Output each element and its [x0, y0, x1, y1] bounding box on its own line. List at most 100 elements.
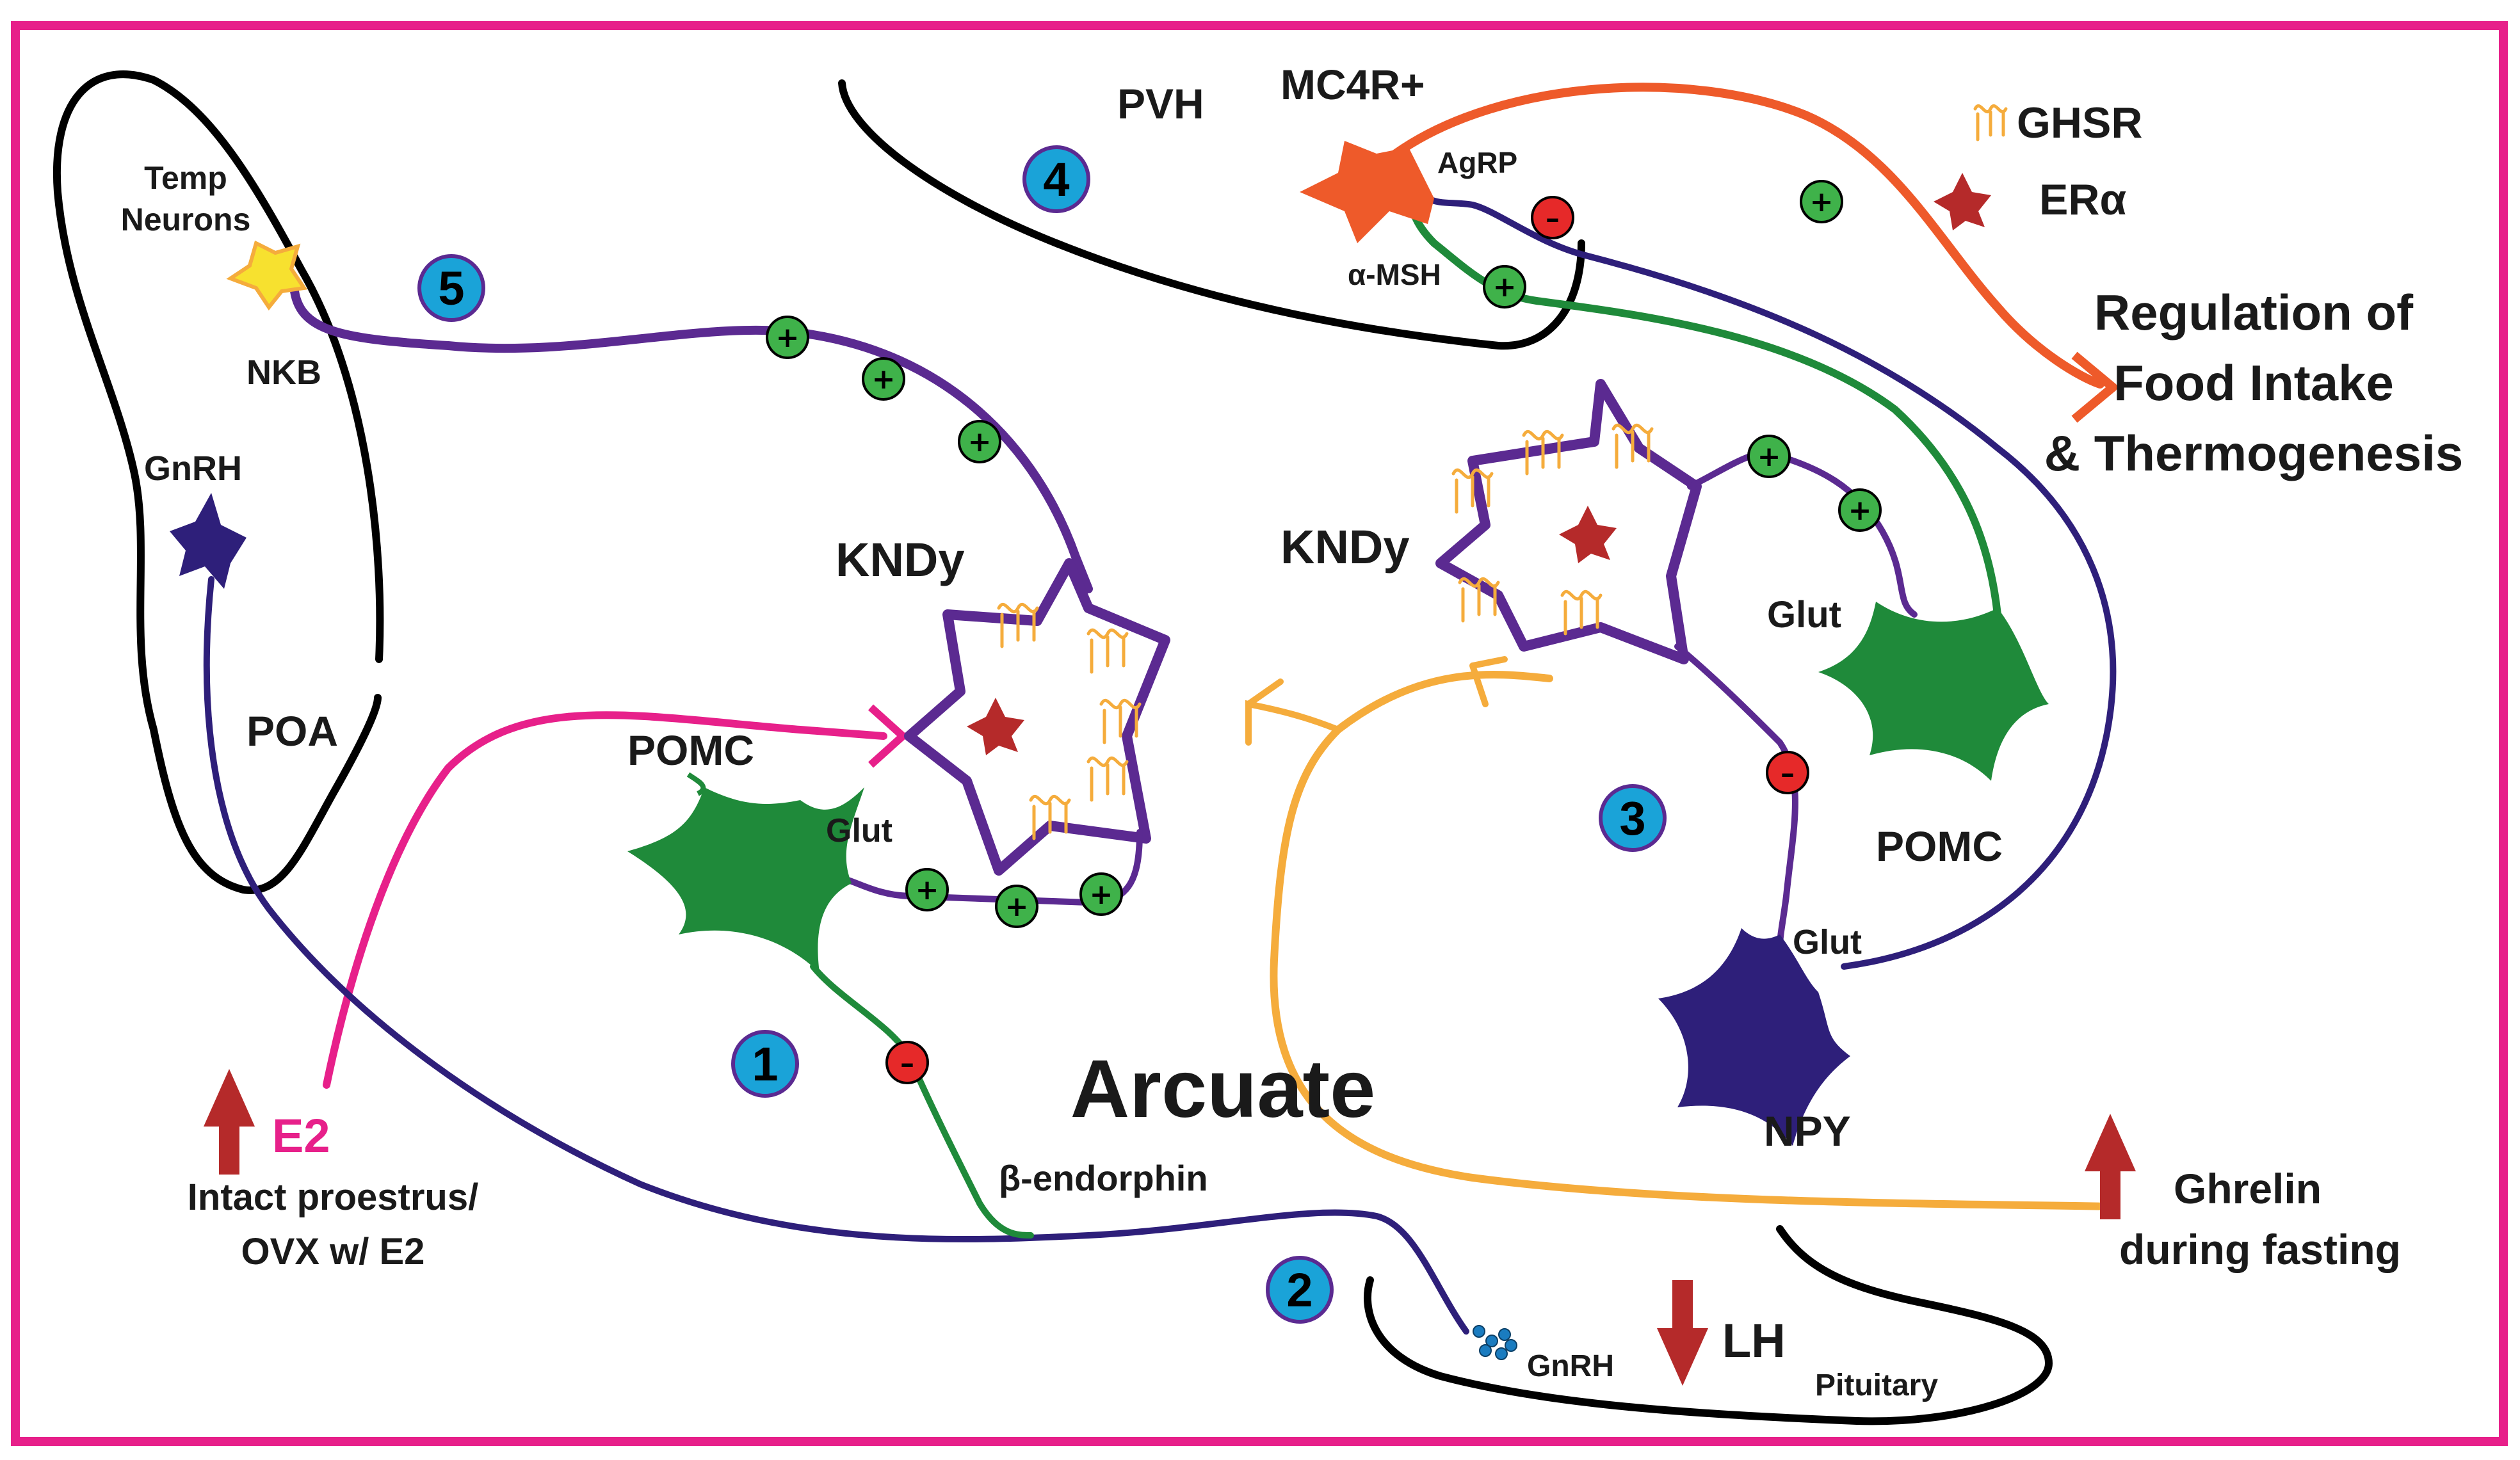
svg-text:+: + [1493, 271, 1517, 303]
svg-text:+: + [1810, 186, 1834, 218]
kndy-right-to-pomc-right-fibre [1687, 450, 1918, 618]
pvh-outline [838, 79, 1585, 350]
ghsr-squiggle-icon [1099, 698, 1142, 744]
svg-text:+: + [968, 426, 992, 458]
plus-icon: + [1800, 180, 1843, 223]
era-legend-icon [1934, 173, 1991, 230]
e2-up-arrow-icon [204, 1069, 255, 1175]
pomc-right-soma [1818, 602, 2049, 781]
kndy-right-minus-marker: – [1766, 751, 1809, 794]
ghsr-squiggle-icon [1611, 423, 1654, 469]
era-star-icon-right [1559, 506, 1617, 563]
npy-agrp-axon [1425, 195, 2117, 970]
plus-icon: + [1079, 872, 1123, 916]
nkb-label: NKB [246, 353, 321, 392]
pituitary-outline [1364, 1225, 2053, 1425]
plus-icon: + [766, 316, 809, 359]
ghrelin-branch-left [1245, 678, 1341, 746]
ghrelin-fibre [1270, 670, 2117, 1210]
kndy-right-plus-markers: + + [1747, 435, 1882, 532]
ghsr-legend-icon [1973, 104, 2008, 141]
mc4r-output-arrowhead [2071, 351, 2117, 423]
step-badge-3: 3 [1599, 784, 1667, 852]
regulation-label-line1: Regulation of [2094, 284, 2414, 341]
arcuate-label: Arcuate [1070, 1043, 1376, 1135]
minus-icon: – [1766, 751, 1809, 794]
alpha-msh-label: α-MSH [1348, 258, 1441, 291]
ghrelin-up-arrow-icon [2085, 1114, 2136, 1219]
mc4r-output-fibre [1391, 83, 2104, 389]
plus-icon: + [905, 868, 949, 911]
glut-left-label: Glut [826, 812, 892, 849]
svg-text:+: + [1005, 890, 1029, 923]
temp-neurons-icon [226, 240, 308, 311]
minus-icon: – [1531, 196, 1574, 239]
regulation-label-line3: & Thermogenesis [2044, 425, 2464, 481]
plus-icon: + [1747, 435, 1791, 478]
poa-outline [52, 70, 384, 894]
pomc-glut-plus-markers: + + + [905, 868, 1123, 928]
e2-condition-line1: Intact proestrus/ [188, 1176, 478, 1218]
ghsr-squiggle-icon [1029, 794, 1071, 840]
npy-label: NPY [1764, 1107, 1851, 1155]
ghrelin-condition-line2: during fasting [2119, 1226, 2401, 1273]
pvh-markers: – + + [1483, 180, 1843, 309]
pomc-left-soma [627, 787, 864, 973]
svg-text:+: + [1090, 878, 1113, 911]
lh-down-arrow-icon [1657, 1280, 1708, 1386]
svg-text:–: – [900, 1047, 914, 1080]
ghsr-squiggle-icon [1086, 628, 1129, 674]
plus-icon: + [958, 420, 1001, 463]
gnrh-terminal-label: GnRH [1527, 1349, 1614, 1383]
svg-text:+: + [776, 321, 800, 354]
agrp-label: AgRP [1437, 146, 1517, 179]
lh-label: LH [1722, 1314, 1786, 1367]
mc4r-soma [1300, 141, 1434, 243]
svg-text:3: 3 [1619, 792, 1645, 845]
ghsr-squiggle-icon [1458, 577, 1500, 623]
temp-neurons-label-line1: Temp [144, 160, 227, 196]
nkb-projection-fibre [290, 287, 1093, 593]
plus-icon: + [1483, 265, 1526, 309]
svg-text:+: + [916, 874, 939, 906]
gnrh-poa-label: GnRH [144, 449, 242, 488]
mc4r-label: MC4R+ [1280, 61, 1425, 108]
ghsr-receptors-right [1451, 423, 1654, 636]
pomc-left-label: POMC [627, 726, 754, 774]
e2-arrowhead [868, 704, 907, 768]
e2-condition-line2: OVX w/ E2 [241, 1231, 425, 1272]
svg-text:+: + [872, 363, 896, 396]
era-legend-label: ERα [2039, 175, 2126, 224]
regulation-label-line2: Food Intake [2113, 355, 2394, 411]
pomc-left-axon [810, 963, 1034, 1239]
svg-text:–: – [1546, 202, 1560, 235]
pomc-right-alpha-msh-axon [1409, 195, 2001, 618]
beta-endorphin-minus-marker: – [885, 1041, 929, 1084]
e2-stimulus-arrow [323, 711, 887, 1089]
poa-label: POA [246, 707, 338, 755]
kndy-right-label: KNDy [1280, 520, 1409, 574]
e2-label: E2 [272, 1109, 330, 1162]
svg-text:–: – [1781, 757, 1795, 790]
ghsr-squiggle-icon [1560, 590, 1603, 636]
svg-text:+: + [1848, 494, 1872, 527]
ghsr-squiggle-icon [1086, 756, 1129, 802]
minus-icon: – [885, 1041, 929, 1084]
gnrh-terminal-granules-icon [1473, 1325, 1517, 1360]
kndy-left-label: KNDy [836, 533, 964, 586]
pomc-right-label: POMC [1876, 822, 2003, 870]
ghsr-squiggle-icon [1522, 429, 1564, 476]
svg-text:4: 4 [1043, 153, 1069, 206]
step-badge-4: 4 [1022, 145, 1090, 213]
ghrelin-condition-line1: Ghrelin [2174, 1165, 2322, 1212]
step-badge-2: 2 [1266, 1256, 1334, 1324]
kndy-left-body [904, 558, 1170, 876]
svg-text:5: 5 [438, 262, 464, 315]
nkb-fibre-plus-markers: + + + [766, 316, 1001, 463]
svg-text:+: + [1757, 440, 1781, 473]
gnrh-axon [203, 576, 1469, 1335]
pituitary-label: Pituitary [1815, 1368, 1938, 1402]
plus-icon: + [862, 357, 905, 401]
step-badge-1: 1 [731, 1030, 799, 1098]
ghrelin-branch-right [1469, 656, 1508, 707]
